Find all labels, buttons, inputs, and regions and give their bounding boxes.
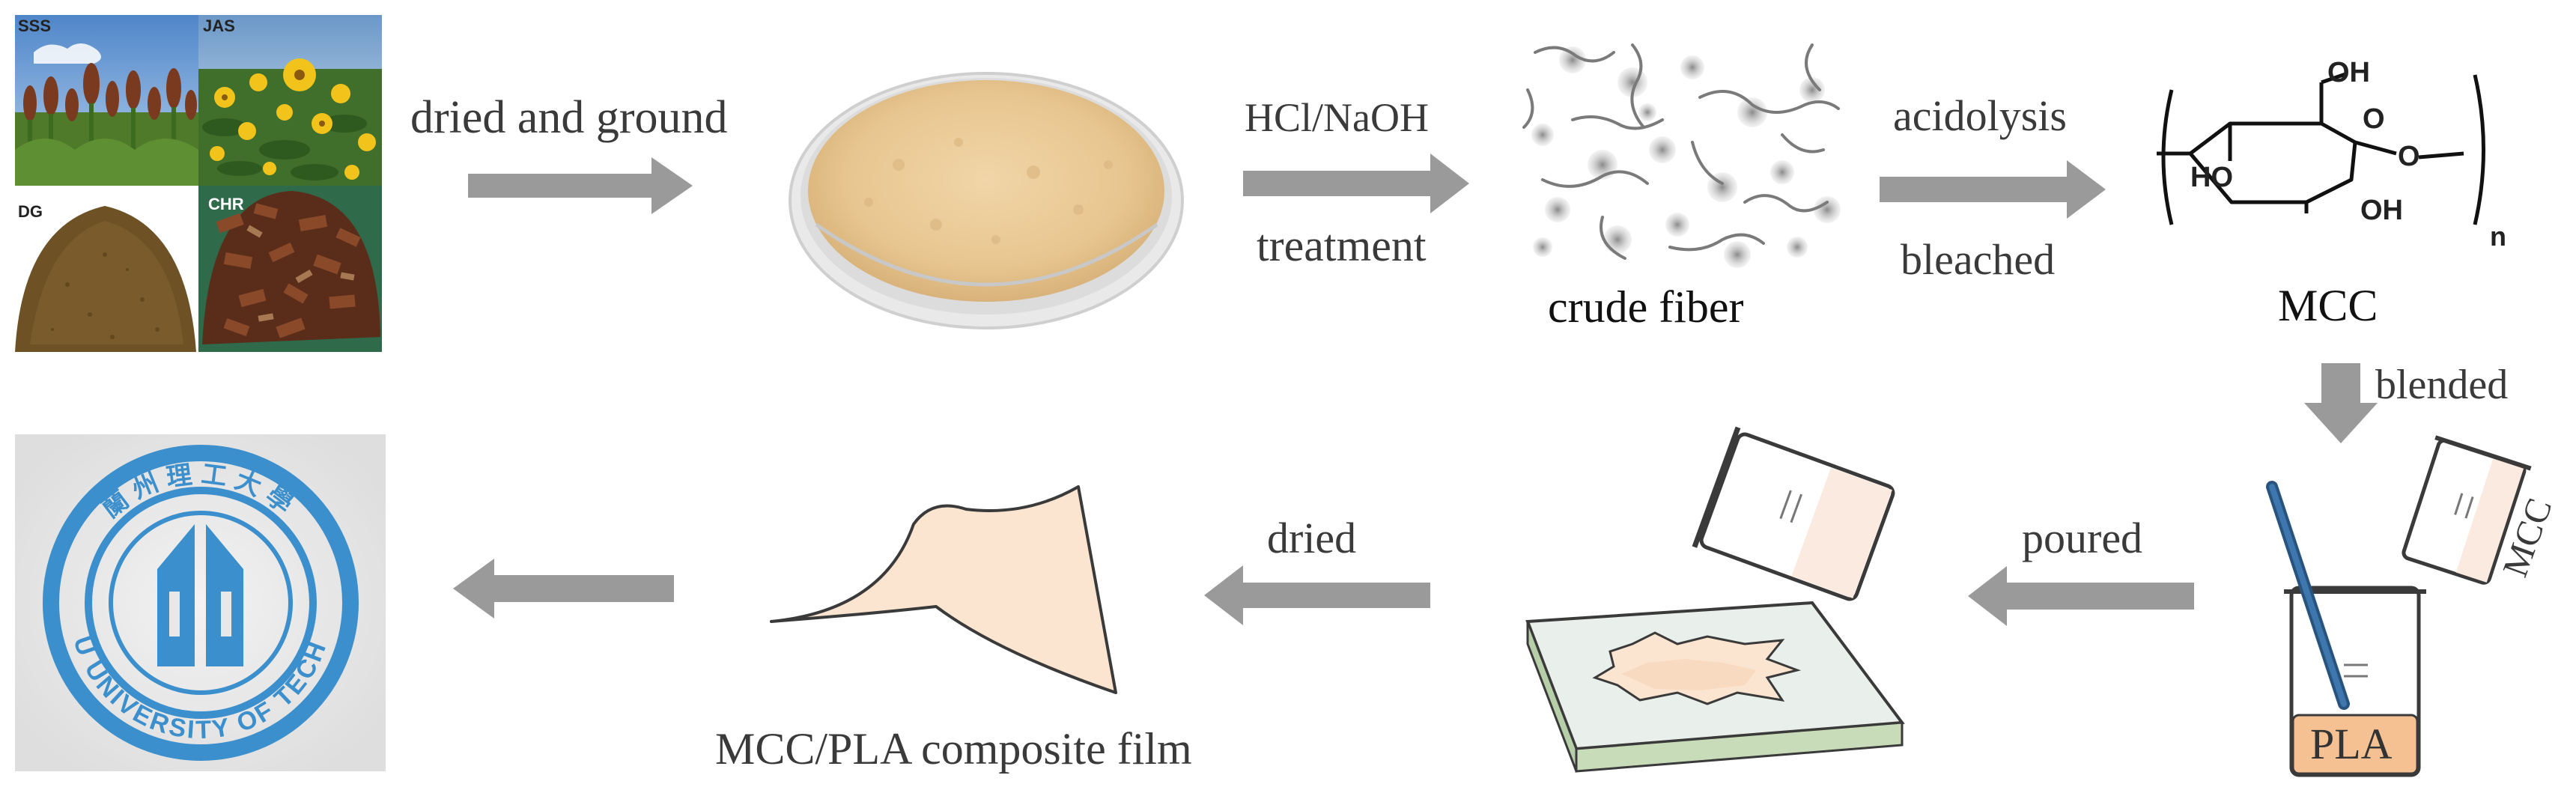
step-label-dried: dried	[1267, 514, 1357, 562]
step-label-composite-film: MCC/PLA composite film	[715, 724, 1192, 774]
structure-label-link-o: O	[2398, 141, 2420, 172]
arrow-acidolysis	[1880, 160, 2106, 219]
photo-sss	[15, 15, 198, 186]
pouring-beaker	[1692, 426, 1895, 601]
structure-label-n: n	[2490, 221, 2506, 252]
raw-material-photos	[15, 15, 382, 352]
arrow-blended	[2304, 363, 2378, 443]
structure-label-ring-o: O	[2363, 103, 2385, 135]
beaker-label-pla: PLA	[2310, 720, 2393, 768]
arrow-dried-and-ground	[468, 157, 693, 214]
step-label-hcl-naoh: HCl/NaOH	[1245, 95, 1429, 140]
cellulose-structure	[2157, 71, 2485, 225]
arrow-dried	[1204, 565, 1430, 625]
photo-label-jas: JAS	[203, 16, 235, 35]
step-label-bleached: bleached	[1901, 235, 2056, 284]
arrow-hcl-naoh	[1243, 154, 1469, 213]
structure-label-oh-bottom: OH	[2360, 195, 2403, 226]
glass-plate	[1525, 601, 1905, 773]
step-label-dried-and-ground: dried and ground	[410, 92, 728, 143]
powder-petri-dish	[789, 72, 1184, 329]
photo-label-sss: SSS	[18, 16, 52, 35]
mcc-tilted-beaker	[2402, 435, 2532, 585]
photo-label-chr: CHR	[208, 195, 244, 213]
step-label-crude-fiber: crude fiber	[1548, 282, 1744, 332]
step-label-poured: poured	[2022, 514, 2143, 562]
pla-beaker	[2266, 481, 2426, 777]
photo-label-dg: DG	[18, 202, 43, 221]
photo-dg	[15, 186, 198, 352]
arrow-poured	[1968, 566, 2194, 626]
photo-jas	[198, 15, 382, 186]
photo-chr	[198, 186, 382, 352]
step-label-treatment: treatment	[1257, 221, 1427, 270]
step-label-blended: blended	[2375, 362, 2509, 408]
step-label-mcc: MCC	[2278, 281, 2378, 330]
step-label-acidolysis: acidolysis	[1893, 91, 2067, 140]
composite-film-illustration	[770, 485, 1117, 694]
arrow-final	[453, 559, 674, 619]
flow-arrows	[453, 154, 2378, 626]
crude-fiber-illustration	[1522, 43, 1841, 268]
structure-label-oh-top: OH	[2327, 57, 2370, 88]
structure-label-ho: HO	[2190, 162, 2233, 193]
